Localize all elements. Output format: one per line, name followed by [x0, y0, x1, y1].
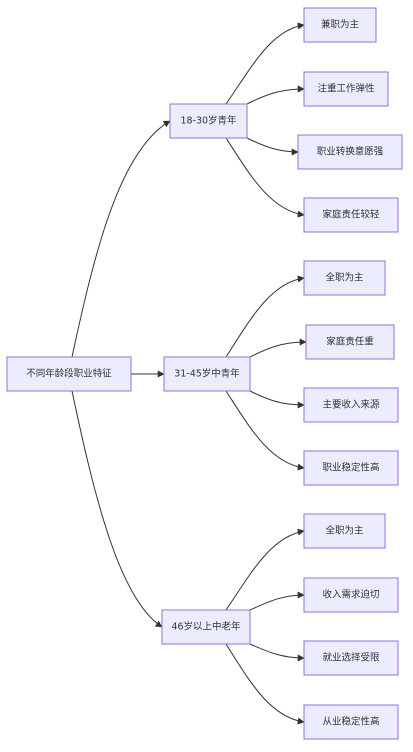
group-node-youth: 18-30岁青年 [169, 103, 248, 139]
leaf-node: 收入需求迫切 [303, 577, 399, 613]
leaf-node-label: 家庭责任较轻 [322, 209, 380, 221]
leaf-node-label: 全职为主 [325, 272, 363, 284]
leaf-node: 注重工作弹性 [303, 71, 389, 107]
edge-group-1-to-leaf-1 [225, 22, 305, 105]
leaf-node-label: 主要收入来源 [322, 399, 380, 411]
edge-group-1-to-leaf-4 [225, 137, 305, 218]
leaf-node: 主要收入来源 [303, 387, 399, 423]
group-node-middle-aged-youth: 31-45岁中青年 [163, 356, 251, 392]
leaf-node-label: 职业稳定性高 [322, 462, 379, 474]
edge-group-3-to-leaf-3 [249, 643, 305, 662]
edge-group-3-to-leaf-2 [249, 591, 305, 611]
leaf-node: 全职为主 [303, 260, 386, 296]
edge-group-2-to-leaf-3 [249, 390, 305, 409]
leaf-node: 全职为主 [303, 513, 386, 549]
group-node-middle-aged-and-elderly: 46岁以上中老年 [161, 609, 251, 645]
edge-root-to-group-3 [71, 390, 163, 628]
group-node-label: 31-45岁中青年 [174, 368, 240, 380]
root-node-label: 不同年龄段职业特征 [26, 368, 112, 380]
group-node-label: 46岁以上中老年 [171, 621, 241, 633]
leaf-node-label: 职业转换意愿强 [317, 146, 384, 158]
edge-group-2-to-leaf-1 [225, 275, 305, 358]
edge-group-1-to-leaf-3 [246, 137, 299, 156]
edge-group-1-to-leaf-2 [246, 85, 305, 105]
leaf-node-label: 注重工作弹性 [317, 83, 375, 95]
root-node: 不同年龄段职业特征 [6, 356, 132, 392]
leaf-node: 家庭责任重 [305, 324, 395, 360]
leaf-node-label: 就业选择受限 [322, 652, 380, 664]
leaf-node: 职业转换意愿强 [297, 134, 403, 170]
leaf-node-label: 兼职为主 [321, 19, 359, 31]
leaf-node-label: 全职为主 [325, 525, 363, 537]
leaf-node: 职业稳定性高 [303, 450, 399, 486]
edge-group-3-to-leaf-4 [225, 643, 305, 725]
leaf-node: 从业稳定性高 [303, 704, 399, 740]
leaf-node-label: 从业稳定性高 [322, 716, 379, 728]
edge-root-to-group-1 [71, 120, 171, 358]
leaf-node: 兼职为主 [303, 7, 377, 43]
leaf-node-label: 收入需求迫切 [322, 589, 379, 601]
leaf-node: 就业选择受限 [303, 640, 399, 676]
leaf-node: 家庭责任较轻 [303, 197, 399, 233]
edge-group-3-to-leaf-1 [225, 528, 305, 611]
leaf-node-label: 家庭责任重 [326, 336, 374, 348]
edge-group-2-to-leaf-4 [225, 390, 305, 471]
group-node-label: 18-30岁青年 [180, 115, 237, 127]
edge-group-2-to-leaf-2 [249, 338, 307, 358]
